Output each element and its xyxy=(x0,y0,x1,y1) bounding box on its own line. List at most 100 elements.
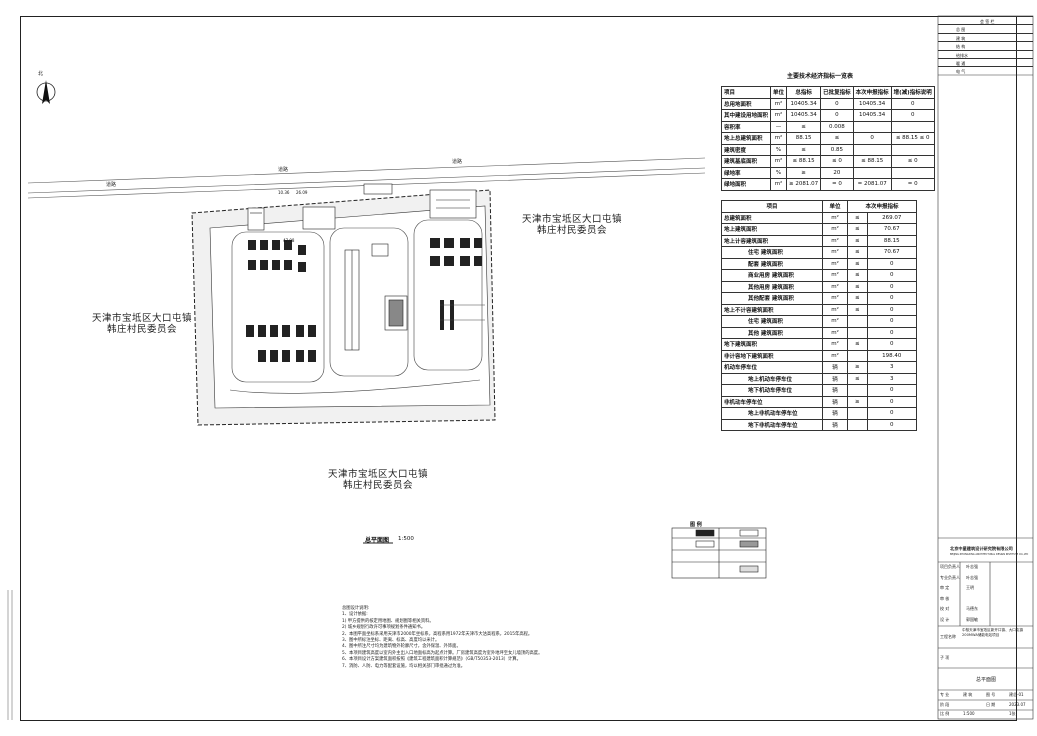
road-label-top: 道路 xyxy=(452,159,463,165)
role-name: 叶志强 xyxy=(966,574,978,580)
role-label: 设 计 xyxy=(940,616,950,622)
footer-cell: 1张 xyxy=(1009,711,1016,716)
table-cell: ≤ xyxy=(847,257,868,270)
table-cell: 地下建筑面积 xyxy=(721,338,823,351)
table-cell: ≤ xyxy=(786,143,822,156)
table-cell: 0.85 xyxy=(820,143,854,156)
countersign-row: 结 构 xyxy=(938,41,1033,50)
table-cell: 0 xyxy=(866,326,918,339)
table-cell: ≤ xyxy=(847,234,868,247)
table-cell: ≤ xyxy=(820,132,854,145)
table-cell: 辆 xyxy=(822,395,848,408)
table-cell: 0 xyxy=(866,303,918,316)
th: 项目 xyxy=(720,86,772,99)
road-label-left: 道路 xyxy=(106,182,117,188)
table-cell xyxy=(852,120,892,133)
table-cell: 地上建筑面积 xyxy=(721,223,823,236)
table-cell: = 2081.07 xyxy=(852,178,892,191)
project-name: 中核天津市宝坻区新开口镇、大口屯镇200MWA储能电站项目 xyxy=(962,628,1024,637)
left-binding-strip xyxy=(0,0,20,732)
table-cell: 地上不计容建筑面积 xyxy=(721,303,823,316)
table-cell: m² xyxy=(822,257,848,270)
north-arrow-icon xyxy=(36,80,56,104)
table-cell: 住宅 建筑面积 xyxy=(721,315,823,328)
table-cell: — xyxy=(770,120,788,133)
plan-title: 总平面图 xyxy=(365,537,390,544)
th: 已批复指标 xyxy=(820,86,854,99)
center-equipment xyxy=(344,243,408,351)
table-row: 容积率—≤0.008 xyxy=(720,120,935,133)
table-cell: ≤ 88.15 xyxy=(852,155,892,168)
footer-cell: 建总-01 xyxy=(1009,692,1024,697)
table-cell: ≥ xyxy=(847,395,868,408)
table-cell: 地上非机动车停车位 xyxy=(721,407,823,420)
table-cell: 机动车停车位 xyxy=(721,361,823,374)
table-cell: 商业用房 建筑面积 xyxy=(721,269,823,282)
th: 项目 xyxy=(721,200,823,213)
countersign-row: 电 气 xyxy=(938,66,1033,75)
drawing-border xyxy=(20,16,1017,721)
countersign-label: 总 图 xyxy=(956,27,966,33)
table-cell: 总用地面积 xyxy=(720,97,772,110)
battery-container-blocks xyxy=(246,240,316,362)
table-cell: 0 xyxy=(820,109,854,122)
footer-cell: 阶 段 xyxy=(940,701,950,707)
table-cell: 0 xyxy=(866,269,918,282)
dimension-2: 26.09 xyxy=(296,190,308,195)
table-cell: m² xyxy=(770,109,788,122)
table-cell: 建筑基底面积 xyxy=(720,155,772,168)
inner-roads xyxy=(229,219,483,394)
site-label-left: 天津市宝坻区大口屯镇韩庄村民委员会 xyxy=(91,313,192,335)
table-cell: ≤ xyxy=(847,211,868,224)
table-row: 绿地率%≥20 xyxy=(720,166,935,179)
table-cell xyxy=(852,143,892,156)
table-cell: m² xyxy=(822,211,848,224)
company-name: 北京中星建筑设计研究院有限公司 xyxy=(950,546,1013,551)
footer-cell: 日 期 xyxy=(986,701,996,707)
table-cell: 269.07 xyxy=(866,211,918,224)
role-name: 马德东 xyxy=(966,606,978,611)
table-cell: ≥ xyxy=(847,361,868,374)
company-name-en: BEIJING ZHONGXING ARCHITECTURAL DESIGN I… xyxy=(950,553,1029,556)
note-line: 3、图中所标注坐标、距离、标高、高度均以米计。 xyxy=(342,638,440,644)
table-cell: ≤ xyxy=(847,223,868,236)
th: 总指标 xyxy=(786,86,822,99)
table-cell: 其他配套 建筑面积 xyxy=(721,292,823,305)
table-cell: 20 xyxy=(820,166,854,179)
notes-title: 总图设计说明: xyxy=(342,606,370,611)
table-cell: ≤ xyxy=(847,292,868,305)
table-cell: 0 xyxy=(866,418,918,431)
table-cell: 地下非机动车停车位 xyxy=(721,418,823,431)
table-cell xyxy=(847,326,868,339)
table-cell: % xyxy=(770,166,788,179)
site-label-right: 天津市宝坻区大口屯镇韩庄村民委员会 xyxy=(521,214,622,236)
footer-cell: 建 筑 xyxy=(963,692,973,697)
table-cell: 198.40 xyxy=(866,349,918,362)
table-cell: 地上总建筑面积 xyxy=(720,132,772,145)
th: 本次申报指标 xyxy=(852,86,892,99)
table-cell xyxy=(847,349,868,362)
table-cell: 0 xyxy=(866,257,918,270)
table-cell: 0 xyxy=(820,97,854,110)
table-cell: 0 xyxy=(890,97,935,110)
table-cell: 3 xyxy=(866,361,918,374)
table-cell: 其他 建筑面积 xyxy=(721,326,823,339)
table-cell xyxy=(852,166,892,179)
table-cell: m² xyxy=(770,97,788,110)
table-cell: 0.008 xyxy=(820,120,854,133)
table-cell: 0 xyxy=(852,132,892,145)
north-label: 北 xyxy=(38,71,44,77)
table-cell: 0 xyxy=(866,395,918,408)
table-cell: ≤ xyxy=(847,269,868,282)
note-line: 2、本图平面坐标系采用天津市2000年坐标系，高程系用1972年天津市大沽高程系… xyxy=(342,631,533,637)
th: 增(减)指标说明 xyxy=(890,86,935,99)
table-cell: 地下机动车停车位 xyxy=(721,384,823,397)
